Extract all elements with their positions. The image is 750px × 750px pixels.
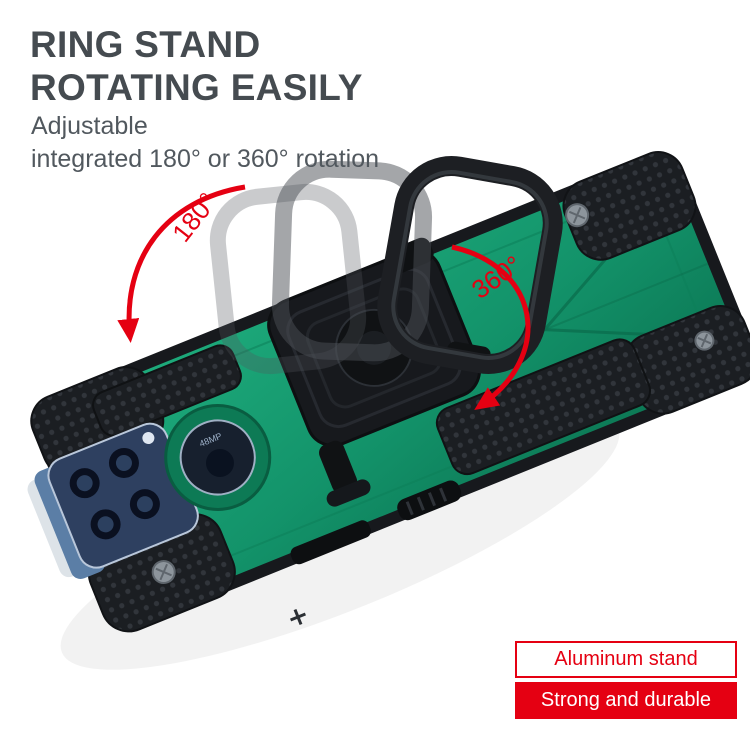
camera-module: 48MP: [27, 403, 272, 579]
ring-stand-ghost-2: [271, 160, 433, 362]
ring-stand: [377, 156, 563, 374]
rotation-arrow-right: [451, 244, 531, 410]
kickstand-leg: [319, 440, 371, 507]
rotation-arrow-left: [117, 184, 246, 343]
corner-guards: [30, 151, 750, 633]
grip-texture-bottom: [435, 338, 652, 476]
badge-aluminum-stand: Aluminum stand: [515, 641, 737, 678]
camera-lenses: [69, 432, 160, 540]
plus-mark: [290, 609, 306, 625]
feature-badges: Aluminum stand Strong and durable: [515, 641, 737, 719]
badge-strong-durable: Strong and durable: [515, 682, 737, 719]
screw-accents: [151, 203, 715, 585]
grip-texture-top: [92, 344, 242, 437]
case-facet-line-2: [544, 262, 709, 331]
side-buttons: [290, 480, 462, 565]
